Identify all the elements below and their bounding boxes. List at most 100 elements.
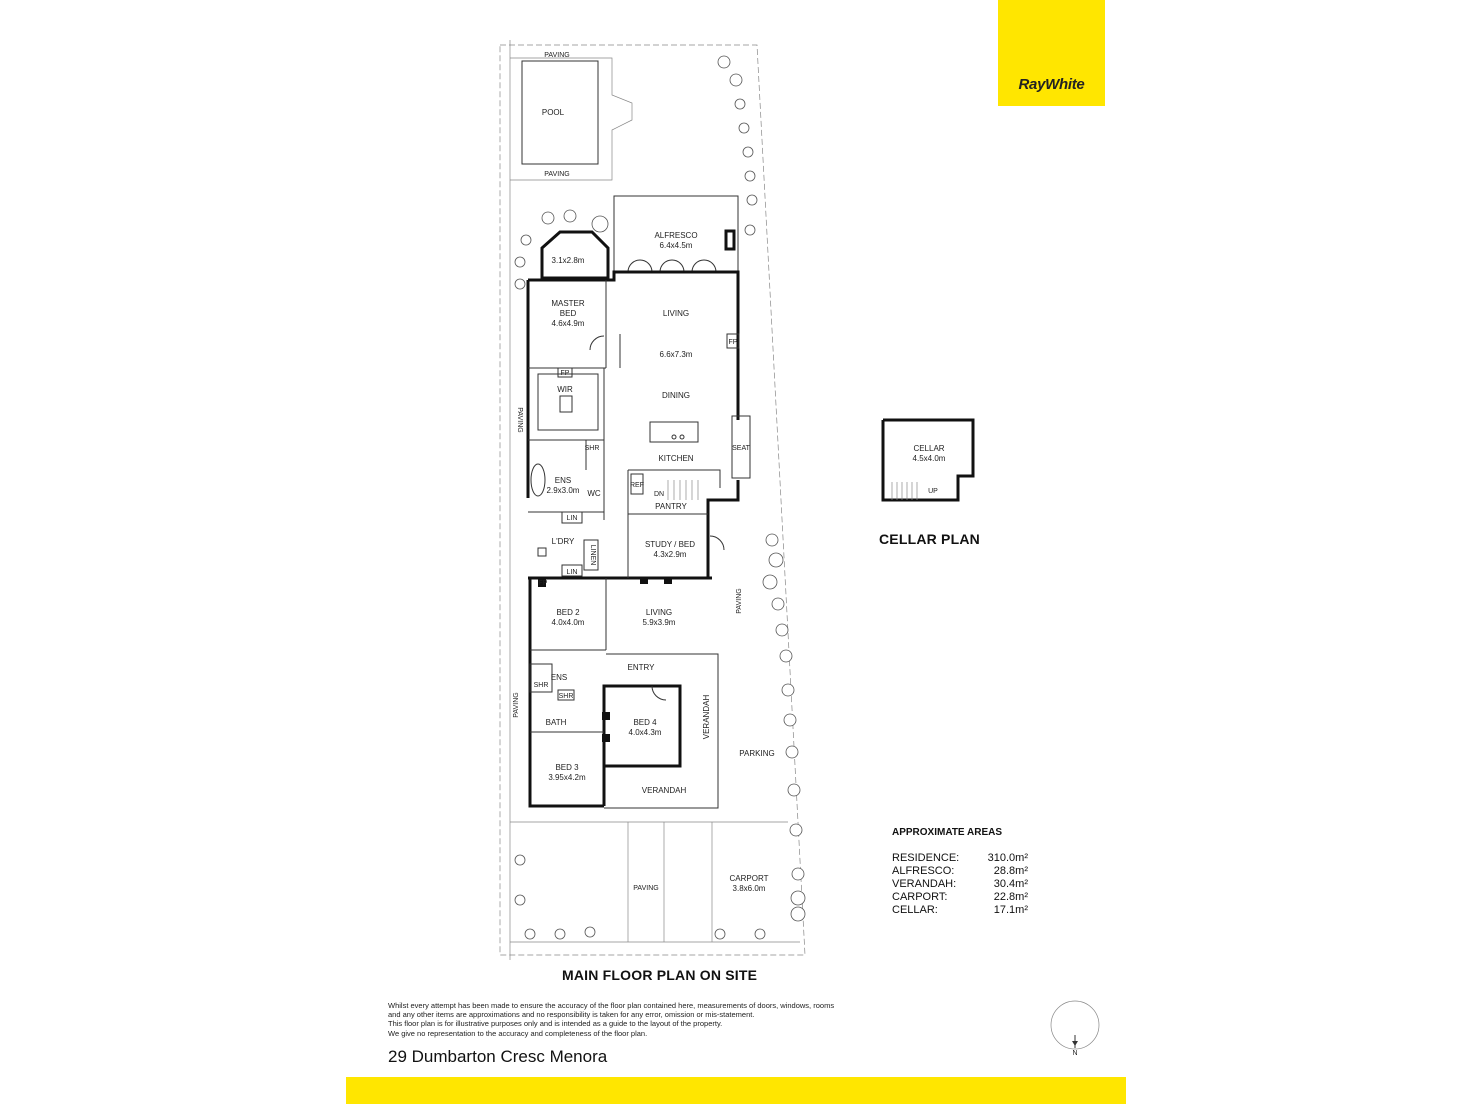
compass-north-label: N [1072, 1050, 1077, 1057]
living-dining-kitchen: FP LIVING 6.6x7.3m DINING SEAT KITCHEN R… [627, 309, 751, 578]
site-boundary [499, 40, 806, 960]
study-bed: STUDY / BED 4.3x2.9m [645, 535, 725, 559]
bed-2: FP BED 2 4.0x4.0m [530, 578, 607, 651]
garden-shrubs [514, 55, 806, 940]
living2-dim: 5.9x3.9m [643, 618, 676, 627]
paving-label-drive: PAVING [633, 885, 658, 892]
cellar-plan-title: CELLAR PLAN [879, 531, 980, 547]
area-value: 310.0m² [987, 852, 1028, 864]
ens-label: ENS [555, 476, 571, 485]
ray-white-logo: RayWhite [998, 0, 1105, 106]
bed3-label: BED 3 [555, 763, 579, 772]
lin-label-1: LIN [567, 515, 578, 522]
area-row: RESIDENCE: 310.0m² [892, 852, 1052, 865]
ens-2-and-bath: SHR ENS SHR BATH [529, 663, 604, 733]
pool-area: PAVING POOL PAVING [510, 52, 633, 181]
area-row: ALFRESCO: 28.8m² [892, 865, 1052, 878]
bed4-label: BED 4 [633, 718, 657, 727]
disclaimer-line: Whilst every attempt has been made to en… [388, 1001, 835, 1010]
dn-label: DN [654, 491, 664, 498]
alfresco: ALFRESCO 6.4x4.5m [613, 195, 739, 273]
bed2-label: BED 2 [556, 608, 580, 617]
entry-label: ENTRY [628, 663, 656, 672]
ens-shr-label: SHR [585, 445, 600, 452]
bed2-fp-label: FP [539, 580, 548, 587]
paving-label-left-1: PAVING [516, 407, 523, 432]
carport-dim: 3.8x6.0m [733, 884, 766, 893]
ref-label: REF [630, 482, 644, 489]
cellar-plan: CELLAR 4.5x4.0m UP [881, 418, 975, 502]
main-house-walls [526, 270, 740, 808]
living-fp-label: FP [729, 339, 738, 346]
disclaimer-line: We give no representation to the accurac… [388, 1028, 648, 1038]
approximate-areas: APPROXIMATE AREAS RESIDENCE: 310.0m² ALF… [892, 827, 1052, 917]
living-2: LIVING 5.9x3.9m ENTRY [606, 578, 680, 672]
verandah-label-vertical: VERANDAH [702, 695, 711, 740]
linen-label: LINEN [589, 545, 596, 566]
alfresco-label: ALFRESCO [654, 231, 697, 240]
ens2-shr-label: SHR [534, 682, 549, 689]
bed-4: BED 4 4.0x4.3m [602, 685, 667, 742]
wir-label: WIR [557, 385, 573, 394]
carport-label: CARPORT [730, 874, 769, 883]
bed4-dim: 4.0x4.3m [629, 728, 662, 737]
area-row: CARPORT: 22.8m² [892, 891, 1052, 904]
living-dim: 6.6x7.3m [660, 350, 693, 359]
area-name: CARPORT: [892, 891, 948, 903]
logo-text: RayWhite [1018, 76, 1085, 93]
paving-label-left-2: PAVING [513, 692, 520, 717]
retreat-bay: 3.1x2.8m [540, 230, 610, 280]
area-value: 17.1m² [993, 904, 1028, 916]
master-bed-label-1: MASTER [551, 299, 585, 308]
bath-shr-label: SHR [559, 693, 574, 700]
cellar-dim: 4.5x4.0m [913, 454, 946, 463]
areas-title: APPROXIMATE AREAS [892, 827, 1003, 838]
cellar-label: CELLAR [913, 444, 944, 453]
pantry-label: PANTRY [655, 502, 687, 511]
ens-dim: 2.9x3.0m [547, 486, 580, 495]
study-label: STUDY / BED [645, 540, 695, 549]
ldry-label: L'DRY [552, 537, 575, 546]
cellar-up-label: UP [928, 488, 938, 495]
kitchen-label: KITCHEN [658, 454, 693, 463]
master-bed: MASTER BED 4.6x4.9m [528, 280, 621, 369]
area-value: 30.4m² [993, 878, 1028, 890]
parking-label: PARKING [739, 749, 774, 758]
main-plan-title: MAIN FLOOR PLAN ON SITE [562, 967, 758, 983]
paving-label-top: PAVING [544, 52, 569, 59]
bed3-dim: 3.95x4.2m [548, 773, 586, 782]
living2-label: LIVING [646, 608, 672, 617]
area-value: 28.8m² [993, 865, 1028, 877]
wir: FP WIR [537, 367, 599, 431]
verandah-label: VERANDAH [642, 786, 687, 795]
area-name: ALFRESCO: [892, 865, 955, 877]
area-name: CELLAR: [892, 904, 938, 916]
compass: N [1050, 1000, 1100, 1057]
study-dim: 4.3x2.9m [654, 550, 687, 559]
living-label: LIVING [663, 309, 689, 318]
disclaimer: Whilst every attempt has been made to en… [388, 1001, 908, 1038]
bed2-dim: 4.0x4.0m [552, 618, 585, 627]
bottom-brand-bar [346, 1077, 1126, 1104]
wc-label: WC [587, 489, 601, 498]
lin-label-2: LIN [567, 569, 578, 576]
area-value: 22.8m² [993, 891, 1028, 903]
pool-label: POOL [542, 108, 565, 117]
retreat-dim: 3.1x2.8m [552, 256, 585, 265]
ens2-label: ENS [551, 673, 567, 682]
paving-label-side: PAVING [736, 588, 743, 613]
paving-label-pool: PAVING [544, 171, 569, 178]
verandah-and-parking: VERANDAH VERANDAH PARKING PAVING PAVING … [510, 407, 800, 943]
alfresco-dim: 6.4x4.5m [660, 241, 693, 250]
master-bed-dim: 4.6x4.9m [552, 319, 585, 328]
disclaimer-line: This floor plan is for illustrative purp… [388, 1019, 723, 1029]
bed-3: BED 3 3.95x4.2m [548, 763, 586, 782]
disclaimer-line: and any other items are approximations a… [388, 1010, 755, 1020]
area-row: CELLAR: 17.1m² [892, 904, 1052, 917]
laundry: LIN LINEN L'DRY LIN [537, 511, 599, 577]
area-row: VERANDAH: 30.4m² [892, 878, 1052, 891]
area-name: RESIDENCE: [892, 852, 960, 864]
seat-label: SEAT [732, 445, 750, 452]
property-address: 29 Dumbarton Cresc Menora [388, 1047, 608, 1066]
